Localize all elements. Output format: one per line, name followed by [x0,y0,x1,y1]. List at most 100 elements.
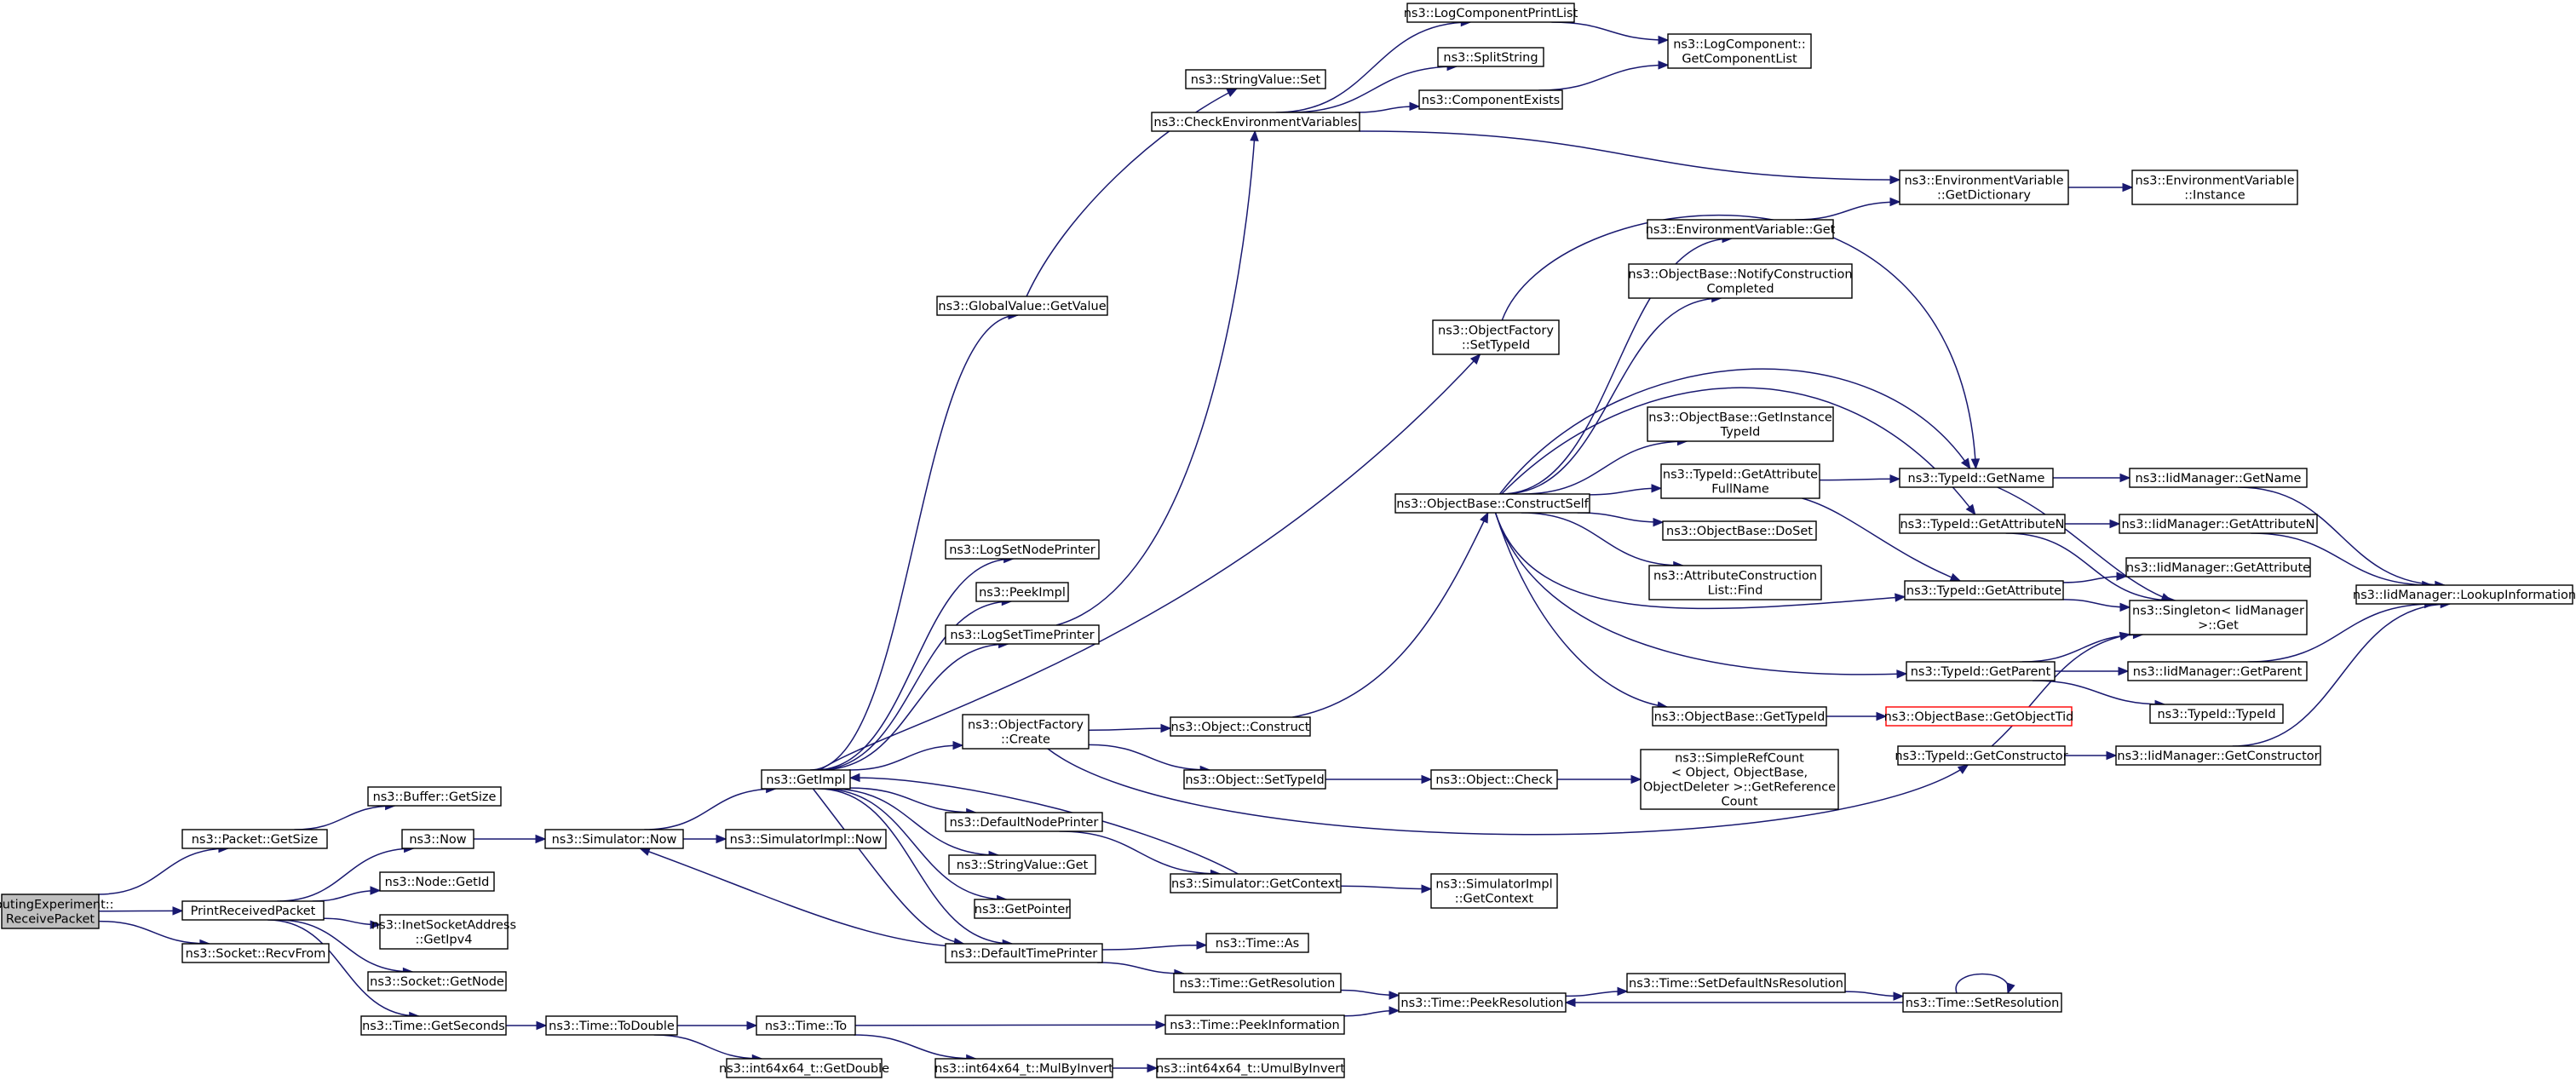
node-box[interactable] [1902,992,2062,1013]
node-box[interactable] [945,943,1103,963]
node-box[interactable] [181,943,330,963]
node-object-construct[interactable]: ns3::Object::Construct [1170,716,1311,737]
node-defaultnodeprinter[interactable]: ns3::DefaultNodePrinter [945,812,1103,832]
node-box[interactable] [1899,170,2069,205]
node-object-check[interactable]: ns3::Object::Check [1430,769,1558,790]
node-objbase-notify[interactable]: ns3::ObjectBase::NotifyConstructionCompl… [1628,263,1853,299]
node-box[interactable] [1437,47,1544,67]
node-logcomponentprintlist[interactable]: ns3::LogComponentPrintList [1404,3,1578,23]
node-componentexists[interactable]: ns3::ComponentExists [1418,89,1563,110]
node-box[interactable] [401,829,474,849]
node-time-as[interactable]: ns3::Time::As [1205,933,1309,953]
node-box[interactable] [1170,716,1311,737]
node-box[interactable] [2131,170,2298,205]
node-socket-getnode[interactable]: ns3::Socket::GetNode [367,971,507,991]
node-box[interactable] [1430,873,1558,909]
node-envvar-getdict[interactable]: ns3::EnvironmentVariable::GetDictionary [1899,170,2069,205]
node-box[interactable] [1647,219,1834,239]
node-box[interactable] [2115,745,2321,766]
node-box[interactable] [1151,112,1360,132]
node-box[interactable] [2125,557,2311,577]
node-box[interactable] [1398,992,1567,1013]
node-packet-getsize[interactable]: ns3::Packet::GetSize [181,829,328,849]
node-typeid-getconstructor[interactable]: ns3::TypeId::GetConstructor [1895,745,2068,766]
node-print-received[interactable]: PrintReceivedPacket [181,900,325,921]
node-box[interactable] [1647,406,1834,442]
node-box[interactable] [1156,1058,1345,1078]
node-defaulttimeprinter[interactable]: ns3::DefaultTimePrinter [945,943,1103,963]
node-getimpl[interactable]: ns3::GetImpl [761,769,851,790]
node-simulator-getcontext[interactable]: ns3::Simulator::GetContext [1170,873,1342,894]
node-box[interactable] [725,829,887,849]
node-box[interactable] [1170,873,1342,894]
node-box[interactable] [1406,3,1575,23]
node-box[interactable] [948,854,1096,875]
node-time-peekresolution[interactable]: ns3::Time::PeekResolution [1398,992,1567,1013]
node-int64-getdouble[interactable]: ns3::int64x64_t::GetDouble [719,1058,889,1078]
node-box[interactable] [379,871,495,892]
node-box[interactable] [181,829,328,849]
node-box[interactable] [2119,514,2318,534]
node-envvar-get[interactable]: ns3::EnvironmentVariable::Get [1646,219,1836,239]
node-iid-getattribute[interactable]: ns3::IidManager::GetAttribute [2125,557,2311,577]
node-buffer-getsize[interactable]: ns3::Buffer::GetSize [367,786,502,807]
node-now[interactable]: ns3::Now [401,829,474,849]
node-box[interactable] [962,714,1090,750]
node-time-to[interactable]: ns3::Time::To [756,1015,856,1036]
node-objbase-getobjecttid[interactable]: ns3::ObjectBase::GetObjectTid [1884,706,2074,727]
node-objectfactory-create[interactable]: ns3::ObjectFactory::Create [962,714,1090,750]
node-time-todouble[interactable]: ns3::Time::ToDouble [545,1015,678,1036]
node-singleton-get[interactable]: ns3::Singleton< IidManager>::Get [2129,600,2308,635]
node-inet-getipv4[interactable]: ns3::InetSocketAddress::GetIpv4 [371,914,516,950]
node-box[interactable] [1662,520,1817,541]
node-box[interactable] [1205,933,1309,953]
node-box[interactable] [761,769,851,790]
node-box[interactable] [974,899,1071,919]
node-int64-mulbyinvert[interactable]: ns3::int64x64_t::MulByInvert [934,1058,1113,1078]
node-box[interactable] [1,894,100,929]
node-time-getseconds[interactable]: ns3::Time::GetSeconds [360,1015,507,1036]
node-simimpl-now[interactable]: ns3::SimulatorImpl::Now [725,829,887,849]
node-typeid-getname[interactable]: ns3::TypeId::GetName [1899,468,2054,488]
node-box[interactable] [1626,973,1846,993]
node-box[interactable] [1430,769,1558,790]
node-box[interactable] [1906,661,2056,681]
node-box[interactable] [1667,33,1812,69]
node-box[interactable] [1899,468,2054,488]
node-simulator-now[interactable]: ns3::Simulator::Now [544,829,684,849]
node-typeid-getattributen[interactable]: ns3::TypeId::GetAttributeN [1899,514,2066,534]
node-box[interactable] [1648,565,1822,600]
node-box[interactable] [367,971,507,991]
node-int64-umulbyinvert[interactable]: ns3::int64x64_t::UmulByInvert [1156,1058,1345,1078]
node-stringvalue-set[interactable]: ns3::StringValue::Set [1185,69,1326,89]
node-box[interactable] [1418,89,1563,110]
node-box[interactable] [1897,745,2066,766]
node-box[interactable] [945,624,1100,645]
node-iid-getparent[interactable]: ns3::IidManager::GetParent [2127,661,2308,681]
node-box[interactable] [945,812,1103,832]
node-stringvalue-get[interactable]: ns3::StringValue::Get [948,854,1096,875]
node-box[interactable] [1183,769,1326,790]
node-globalvalue-getvalue[interactable]: ns3::GlobalValue::GetValue [936,296,1108,316]
node-logsetnodeprinter[interactable]: ns3::LogSetNodePrinter [945,539,1100,560]
node-iid-getname[interactable]: ns3::IidManager::GetName [2129,468,2308,488]
node-box[interactable] [1628,263,1853,299]
node-box[interactable] [181,900,325,921]
node-node-getid[interactable]: ns3::Node::GetId [379,871,495,892]
node-peekimpl[interactable]: ns3::PeekImpl [975,582,1069,602]
node-iid-getattributen[interactable]: ns3::IidManager::GetAttributeN [2119,514,2318,534]
node-time-setdefaultns[interactable]: ns3::Time::SetDefaultNsResolution [1626,973,1846,993]
node-box[interactable] [756,1015,856,1036]
node-box[interactable] [2129,468,2308,488]
node-box[interactable] [1899,514,2066,534]
node-box[interactable] [1660,463,1820,499]
node-box[interactable] [726,1058,883,1078]
node-typeid-getattribute[interactable]: ns3::TypeId::GetAttribute [1904,580,2064,600]
node-box[interactable] [975,582,1069,602]
node-box[interactable] [1164,1014,1345,1035]
node-objbase-doset[interactable]: ns3::ObjectBase::DoSet [1662,520,1817,541]
node-envvar-instance[interactable]: ns3::EnvironmentVariable::Instance [2131,170,2298,205]
node-checkenv[interactable]: ns3::CheckEnvironmentVariables [1151,112,1360,132]
